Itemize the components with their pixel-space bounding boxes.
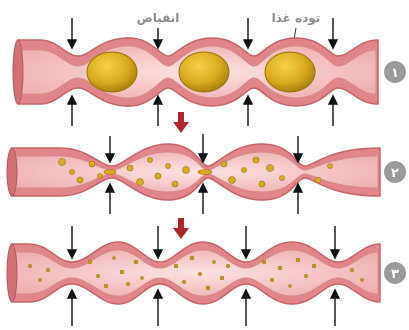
stage-2-tube-opening — [7, 148, 17, 196]
stage-number-1: ۱ — [391, 66, 399, 81]
food-particle — [262, 260, 266, 264]
up-arrow — [68, 290, 76, 326]
food-particle — [360, 278, 363, 281]
food-particle — [148, 158, 153, 163]
stage-1-tube-opening — [13, 40, 23, 104]
food-particle — [221, 161, 227, 167]
stage-number-2: ۲ — [391, 166, 399, 181]
stage-badge-3: ۳ — [384, 262, 406, 284]
food-particle — [77, 177, 83, 183]
food-particle — [350, 268, 354, 272]
up-arrow — [106, 184, 114, 214]
food-particle — [304, 274, 308, 278]
food-particle — [127, 165, 133, 171]
food-particle — [242, 168, 247, 173]
stage-badge-2: ۲ — [384, 161, 406, 183]
food-particle — [226, 264, 230, 268]
food-particle — [59, 159, 66, 166]
food-particle — [98, 174, 103, 179]
food-particle — [70, 170, 75, 175]
down-arrow — [329, 18, 337, 48]
stage-1-tube — [13, 38, 378, 106]
food-particle — [166, 164, 171, 169]
up-arrow — [329, 96, 337, 126]
food-particle — [296, 258, 300, 262]
food-particle — [206, 286, 210, 290]
down-arrow — [244, 18, 252, 48]
food-bolus — [265, 52, 315, 92]
food-particle — [182, 280, 186, 284]
food-particle — [174, 264, 178, 268]
down-arrow — [68, 18, 76, 48]
up-arrow — [331, 290, 339, 326]
food-particle — [229, 177, 236, 184]
food-particle — [253, 157, 259, 163]
food-particle — [38, 278, 41, 281]
food-particle — [88, 260, 92, 264]
food-particle — [172, 181, 178, 187]
food-particle — [137, 179, 144, 186]
up-arrow — [199, 184, 207, 214]
flow-arrow — [173, 218, 189, 239]
food-particle — [96, 274, 100, 278]
up-arrow — [68, 96, 76, 126]
food-particle — [190, 256, 194, 260]
up-arrow — [242, 290, 250, 326]
food-particle — [315, 177, 321, 183]
food-particle — [28, 264, 32, 268]
food-particle — [312, 264, 316, 268]
food-particle — [104, 284, 108, 288]
food-particle — [140, 276, 143, 279]
food-particle — [104, 170, 116, 175]
food-particle — [288, 284, 291, 287]
stage-2-tube — [7, 144, 380, 200]
up-arrow — [294, 184, 302, 214]
food-mass-label: توده غذا — [272, 11, 321, 26]
food-particle — [134, 260, 138, 264]
contraction-label: انقباض — [137, 11, 180, 25]
food-particle — [278, 266, 282, 270]
down-arrow — [331, 226, 339, 258]
down-arrow — [242, 226, 250, 258]
stage-badge-1: ۱ — [384, 61, 406, 83]
food-bolus — [87, 52, 137, 92]
food-particle — [270, 278, 274, 282]
food-particle — [267, 165, 274, 172]
food-particle — [89, 161, 95, 167]
food-particle — [155, 173, 161, 179]
down-arrow — [106, 136, 114, 162]
food-particle — [126, 282, 130, 286]
food-particle — [212, 260, 215, 263]
stage-3-tube — [7, 242, 380, 304]
stage-3-tube-opening — [7, 244, 17, 302]
up-arrow — [244, 96, 252, 126]
food-particle — [328, 164, 333, 169]
food-particle — [120, 270, 124, 274]
up-arrow — [154, 290, 162, 326]
food-particle — [46, 268, 50, 272]
up-arrow — [154, 96, 162, 126]
food-particle — [220, 276, 224, 280]
food-particle — [183, 167, 190, 174]
food-particle — [198, 272, 202, 276]
food-particle — [112, 256, 115, 259]
down-arrow — [199, 134, 207, 162]
down-arrow — [68, 226, 76, 258]
stage-number-3: ۳ — [391, 267, 399, 282]
food-bolus — [179, 52, 229, 92]
food-particle — [198, 170, 212, 175]
flow-arrow — [173, 112, 189, 133]
food-particle — [259, 181, 265, 187]
down-arrow — [154, 28, 162, 48]
food-particle — [280, 176, 285, 181]
down-arrow — [154, 226, 162, 258]
